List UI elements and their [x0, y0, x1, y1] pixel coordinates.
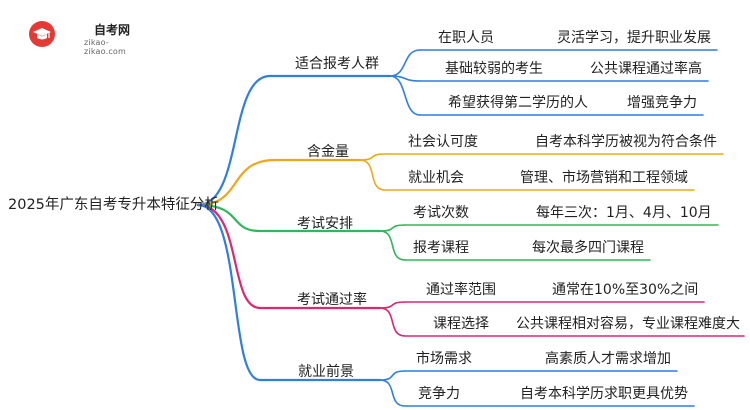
leaf-key: 竞争力	[418, 386, 460, 402]
leaf-key: 希望获得第二学历的人	[448, 95, 588, 111]
leaf-key: 社会认可度	[408, 134, 478, 150]
leaf-connector	[389, 75, 421, 116]
branch-connector	[196, 203, 282, 310]
branch-label-value: 含金量	[307, 144, 349, 160]
branch-label-exam-schedule: 考试安排	[297, 216, 353, 232]
leaf-value: 增强竞争力	[627, 95, 697, 111]
leaf-value: 通常在10%至30%之间	[552, 282, 699, 298]
branch-connector	[196, 158, 297, 207]
leaf-connector	[379, 224, 406, 232]
logo-title: 自考网	[94, 23, 131, 37]
branch-connector	[196, 74, 292, 207]
leaf-connector	[359, 159, 386, 191]
leaf-connector	[379, 230, 406, 261]
leaf-value: 灵活学习，提升职业发展	[557, 30, 711, 46]
leaf-value: 管理、市场营销和工程领域	[520, 170, 688, 186]
root-topic: 2025年广东自考专升本特征分析	[8, 197, 219, 213]
graduation-cap-icon	[29, 21, 55, 47]
leaf-key: 就业机会	[408, 170, 464, 186]
site-logo: 自考网 zikao-zikao.com	[28, 18, 140, 56]
leaf-value: 公共课程相对容易，专业课程难度大	[516, 316, 740, 332]
leaf-value: 自考本科学历被视为符合条件	[535, 134, 717, 150]
leaf-connector	[389, 49, 421, 77]
leaf-value: 公共课程通过率高	[590, 61, 702, 77]
leaf-connector	[379, 301, 406, 309]
leaf-value: 自考本科学历求职更具优势	[520, 386, 688, 402]
leaf-value: 每次最多四门课程	[532, 240, 644, 256]
leaf-key: 通过率范围	[426, 282, 496, 298]
leaf-key: 报考课程	[413, 240, 469, 256]
leaf-key: 基础较弱的考生	[445, 61, 543, 77]
leaf-connector	[359, 153, 386, 161]
branch-connector	[196, 203, 282, 382]
leaf-key: 市场需求	[416, 351, 472, 367]
branch-label-job-prospects: 就业前景	[298, 364, 354, 380]
leaf-key: 在职人员	[438, 30, 494, 46]
leaf-connector	[379, 379, 406, 407]
leaf-key: 考试次数	[413, 205, 469, 221]
leaf-key: 课程选择	[433, 316, 489, 332]
branch-label-pass-rate: 考试通过率	[297, 292, 367, 308]
leaf-value: 高素质人才需求增加	[545, 351, 671, 367]
branch-label-suitable-candidates: 适合报考人群	[295, 56, 379, 72]
branch-connector	[196, 203, 282, 233]
leaf-connector	[379, 370, 406, 381]
leaf-connector	[379, 307, 406, 337]
leaf-value: 每年三次：1月、4月、10月	[536, 205, 712, 221]
logo-subtitle: zikao-zikao.com	[84, 38, 126, 56]
